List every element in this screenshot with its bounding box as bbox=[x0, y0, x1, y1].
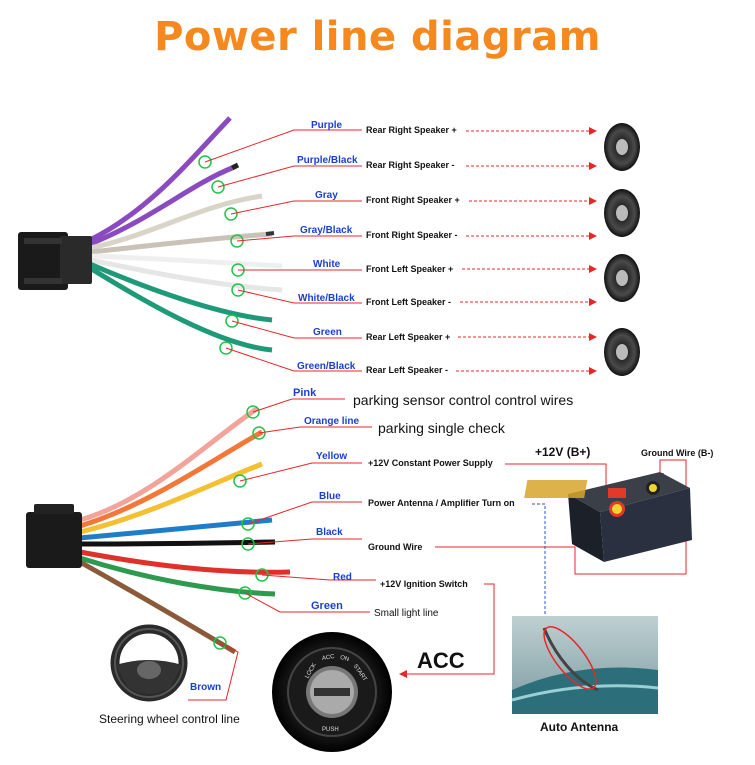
wire-label: White/Black bbox=[298, 293, 355, 304]
speaker-icon bbox=[604, 189, 640, 237]
wire-desc: +12V Constant Power Supply bbox=[368, 458, 493, 468]
wire-desc: Small light line bbox=[374, 608, 439, 619]
steering-caption: Steering wheel control line bbox=[99, 712, 240, 726]
speaker-harness bbox=[18, 116, 283, 353]
battery-icon bbox=[524, 472, 692, 562]
speaker-desc: Front Right Speaker - bbox=[366, 230, 458, 240]
wire-desc: +12V Ignition Switch bbox=[380, 579, 468, 589]
ignition-switch-icon bbox=[272, 632, 392, 752]
speaker-desc: Rear Left Speaker + bbox=[366, 332, 451, 342]
wire-label: Red bbox=[333, 572, 352, 583]
connection-markers bbox=[198, 155, 269, 650]
speaker-desc: Front Left Speaker + bbox=[366, 264, 454, 274]
speaker-desc: Front Right Speaker + bbox=[366, 195, 460, 205]
power-harness bbox=[26, 405, 291, 655]
acc-label: ACC bbox=[417, 648, 465, 673]
antenna-line bbox=[532, 503, 549, 625]
wire-desc: Power Antenna / Amplifier Turn on bbox=[368, 498, 515, 508]
power-leaders bbox=[188, 398, 376, 701]
wire-label: Blue bbox=[319, 491, 341, 502]
wire-desc: Ground Wire bbox=[368, 542, 423, 552]
wire-label: Gray/Black bbox=[300, 225, 353, 236]
page-title: Power line diagram bbox=[154, 14, 601, 60]
wire-label: Green/Black bbox=[297, 361, 356, 372]
steering-wheel-icon bbox=[110, 624, 188, 702]
wire-label: Green bbox=[311, 600, 343, 612]
wire-desc: parking single check bbox=[378, 420, 505, 436]
wire-desc: parking sensor control control wires bbox=[353, 392, 574, 408]
wire-label: White bbox=[313, 259, 341, 270]
wire-label: Purple/Black bbox=[297, 155, 358, 166]
speaker-leaders bbox=[204, 129, 362, 372]
ground-line bbox=[435, 459, 687, 575]
wire-label: Gray bbox=[315, 190, 338, 201]
ignition-push-text: PUSH bbox=[322, 727, 339, 733]
wire-label: Orange line bbox=[304, 416, 360, 427]
speaker-arrows bbox=[456, 127, 597, 375]
wire-label: Purple bbox=[311, 120, 343, 131]
battery-ground-label: Ground Wire (B-) bbox=[641, 448, 714, 458]
speaker-desc: Rear Right Speaker - bbox=[366, 160, 455, 170]
speaker-icon bbox=[604, 254, 640, 302]
wire-label: Brown bbox=[190, 682, 222, 693]
battery-plus-label: +12V (B+) bbox=[535, 445, 591, 459]
speaker-desc: Rear Left Speaker - bbox=[366, 365, 449, 375]
wire-label: Pink bbox=[293, 387, 317, 399]
speaker-desc: Rear Right Speaker + bbox=[366, 125, 457, 135]
wire-label: Black bbox=[316, 527, 343, 538]
speaker-icon bbox=[604, 328, 640, 376]
wire-label: Green bbox=[313, 327, 342, 338]
wire-label: Yellow bbox=[316, 451, 348, 462]
speaker-desc: Front Left Speaker - bbox=[366, 297, 452, 307]
antenna-photo bbox=[511, 616, 659, 714]
speaker-icon bbox=[604, 123, 640, 171]
antenna-caption: Auto Antenna bbox=[540, 720, 619, 734]
ignition-line bbox=[399, 583, 495, 678]
